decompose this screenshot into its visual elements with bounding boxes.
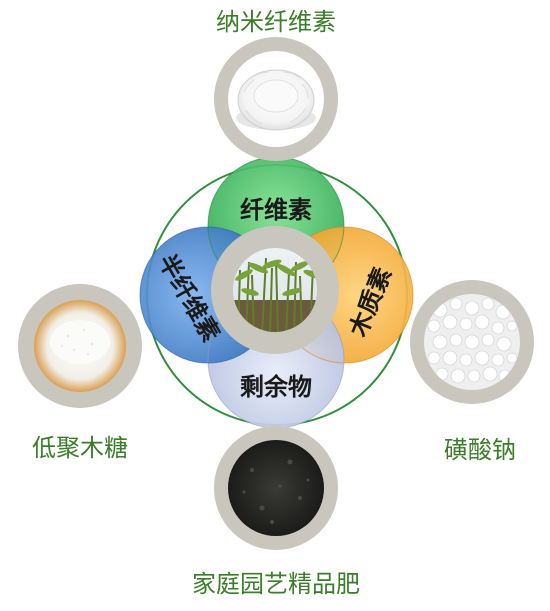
black-soil-photo	[228, 440, 324, 536]
label-product-bottom: 家庭园艺精品肥	[192, 570, 360, 598]
label-product-right: 磺酸钠	[444, 436, 516, 464]
label-product-top: 纳米纤维素	[216, 8, 336, 36]
white-bowl-photo	[228, 51, 324, 147]
label-cellulose: 纤维素	[240, 196, 312, 224]
sugar-photo	[32, 298, 128, 394]
label-residue: 剩余物	[240, 373, 312, 401]
white-granules-photo	[424, 294, 520, 390]
label-product-left: 低聚木糖	[32, 434, 128, 462]
